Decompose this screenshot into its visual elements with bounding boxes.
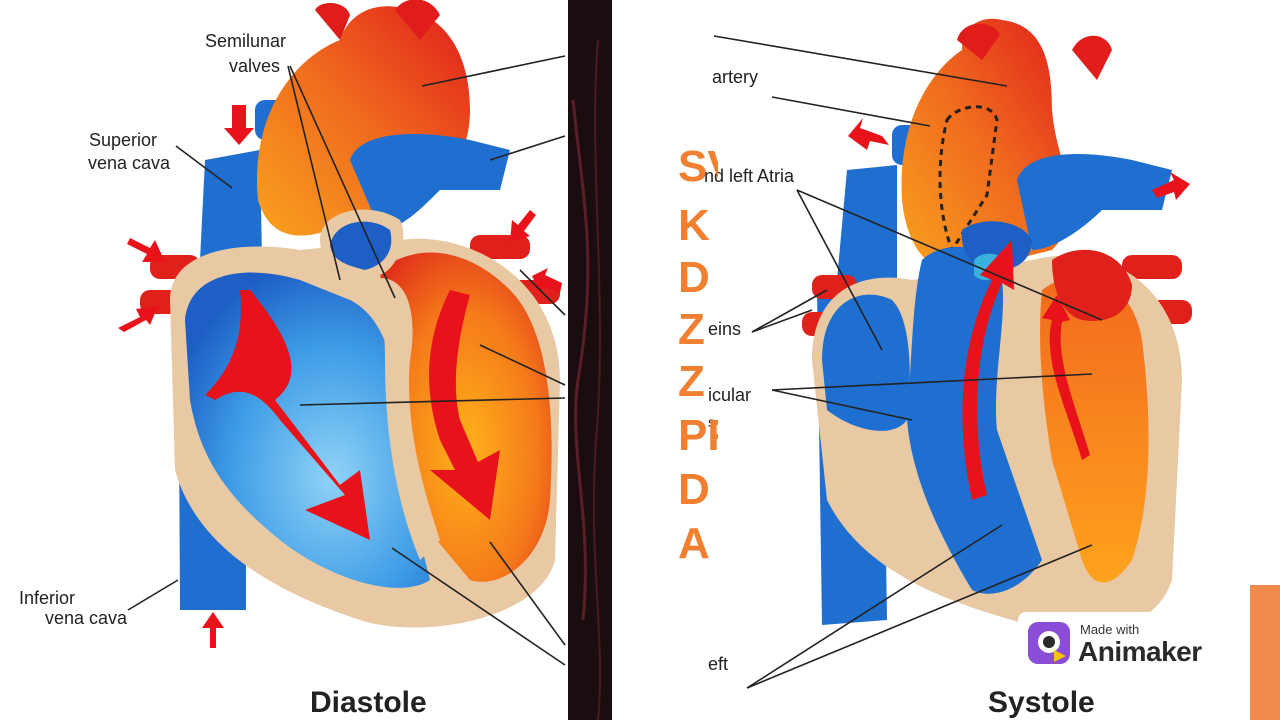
- label-inferior-2: vena cava: [45, 608, 128, 628]
- right-atrium: [822, 294, 910, 431]
- diastole-title: Diastole: [310, 686, 427, 719]
- flow-arrow-right: [205, 290, 370, 540]
- systole-panel: artery nd left Atria eins icular s eft S…: [612, 0, 1250, 720]
- badge-made-with-text: Made with: [1080, 622, 1140, 637]
- made-with-animaker-badge[interactable]: Made with Animaker: [1018, 612, 1226, 674]
- label-left: eft: [708, 654, 728, 674]
- animaker-logo-icon: [1026, 620, 1072, 666]
- pulmonary-vein-right-1: [1122, 255, 1182, 279]
- label-atria: nd left Atria: [704, 166, 795, 186]
- label-veins: eins: [708, 319, 741, 339]
- overlay-letter-2: K: [678, 204, 710, 248]
- external-arrows: [848, 118, 1190, 200]
- diastole-panel: Semilunar valves Superior vena cava Infe…: [0, 0, 568, 720]
- label-semilunar-1: Semilunar: [205, 31, 286, 51]
- overlay-letter-1: SV: [678, 145, 718, 189]
- pulmonary-vein-right-1: [470, 235, 530, 259]
- label-ventricular: icular: [708, 385, 751, 405]
- diastole-diagram: Semilunar valves Superior vena cava Infe…: [19, 0, 566, 719]
- pulmonary-artery: [350, 134, 510, 230]
- systole-title: Systole: [988, 686, 1095, 719]
- label-artery: artery: [712, 67, 758, 87]
- flow-arrow-up-1: [962, 240, 1014, 500]
- label-inferior-1: Inferior: [19, 588, 75, 608]
- badge-animaker-text: Animaker: [1078, 636, 1202, 667]
- overlay-letter-4: Z: [678, 308, 705, 352]
- overlay-letter-8: A: [678, 522, 710, 566]
- flow-arrow-up-2: [1042, 295, 1090, 460]
- orange-accent-bar: [1250, 585, 1280, 720]
- left-atrium: [1052, 249, 1132, 321]
- overlay-letter-3: D: [678, 256, 710, 300]
- overlay-letter-7: D: [678, 468, 710, 512]
- label-superior-2: vena cava: [88, 153, 171, 173]
- overlay-letter-5: Z: [678, 360, 705, 404]
- dark-background-strip: [568, 0, 612, 720]
- overlay-letter-6: PF: [678, 414, 718, 458]
- flow-arrow-left: [429, 290, 500, 520]
- pulmonary-artery: [1017, 154, 1172, 250]
- systole-diagram: artery nd left Atria eins icular s eft S…: [704, 18, 1192, 719]
- aorta: [256, 6, 470, 236]
- label-semilunar-2: valves: [229, 56, 280, 76]
- external-arrows: [118, 105, 562, 648]
- label-ventricular-sub: s: [708, 414, 715, 430]
- left-ventricle: [1040, 276, 1149, 583]
- label-superior-1: Superior: [89, 130, 157, 150]
